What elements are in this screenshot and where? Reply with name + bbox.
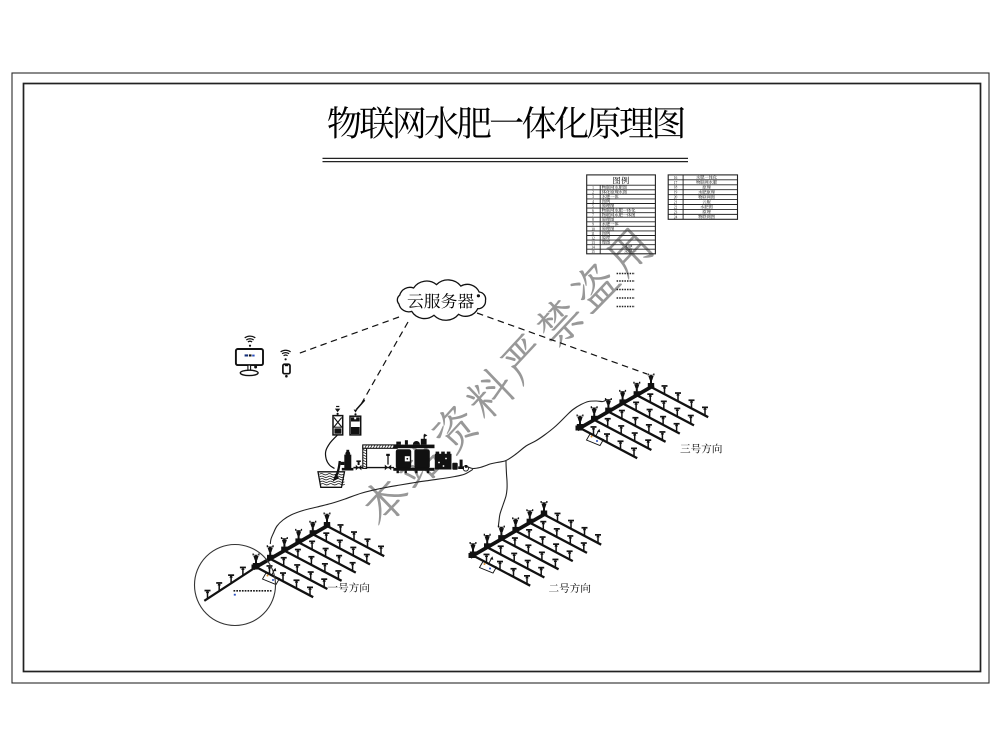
svg-text:14: 14	[591, 246, 595, 250]
svg-text:19: 19	[674, 191, 678, 195]
svg-text:21: 21	[674, 201, 678, 205]
svg-text:18: 18	[674, 186, 678, 190]
svg-text:4: 4	[592, 200, 594, 204]
svg-text:8: 8	[592, 218, 594, 222]
svg-text:15: 15	[591, 250, 595, 254]
svg-text:6: 6	[592, 209, 594, 213]
svg-text:2: 2	[592, 191, 594, 195]
svg-text:9: 9	[592, 223, 594, 227]
svg-text:22: 22	[674, 205, 678, 209]
svg-text:5: 5	[592, 204, 594, 208]
svg-text:17: 17	[674, 181, 678, 185]
svg-text:11: 11	[591, 232, 595, 236]
svg-text:1: 1	[592, 186, 594, 190]
svg-text:3: 3	[592, 195, 594, 199]
svg-text:23: 23	[674, 210, 678, 214]
svg-text:13: 13	[591, 241, 595, 245]
svg-text:12: 12	[591, 236, 595, 240]
svg-text:20: 20	[674, 196, 678, 200]
svg-text:7: 7	[592, 214, 594, 218]
svg-text:10: 10	[591, 227, 595, 231]
svg-text:24: 24	[674, 215, 678, 219]
svg-text:16: 16	[674, 176, 678, 180]
